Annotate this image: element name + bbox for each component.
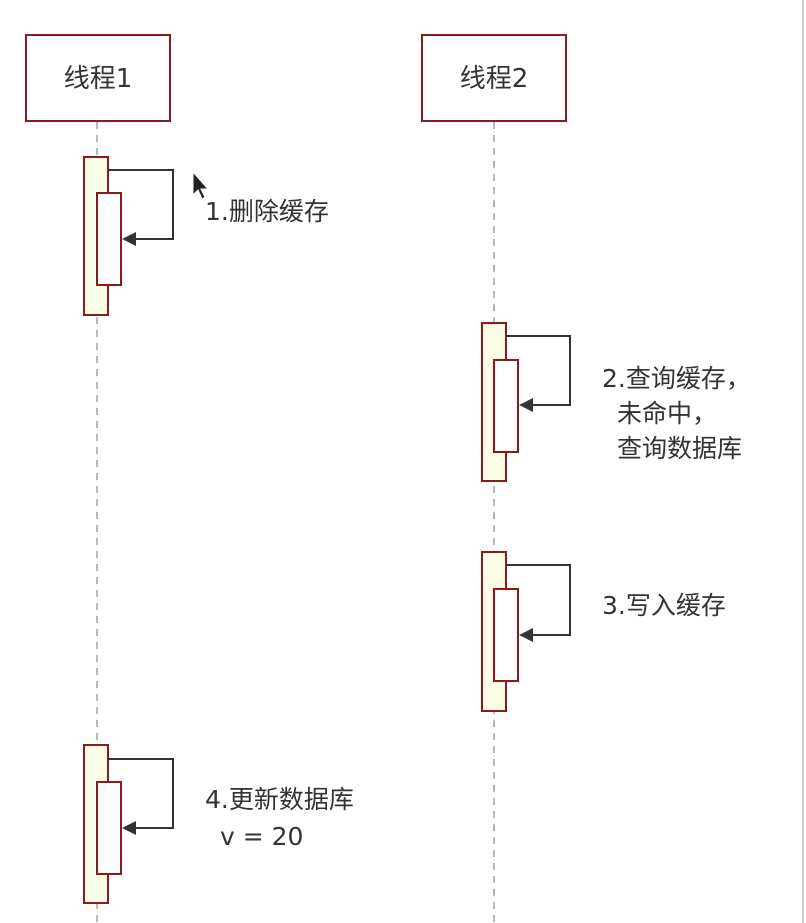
actor-label-thread-2: 线程2: [460, 64, 529, 94]
message-3: 3.写入缓存: [481, 551, 726, 712]
message-label-line: 查询数据库: [617, 434, 742, 463]
message-label-line: 未命中，: [617, 399, 717, 428]
self-message-arrow: [506, 564, 571, 636]
message-label: 2.查询缓存， 未命中， 查询数据库: [602, 364, 759, 463]
actor-label-thread-1: 线程1: [64, 64, 133, 94]
arrow-head-icon: [122, 821, 136, 835]
actor-box-thread-2: [421, 34, 567, 122]
activation-bar-inner: [493, 359, 519, 453]
message-label-line: v = 20: [220, 822, 303, 851]
arrow-head-icon: [122, 232, 136, 246]
message-2: 2.查询缓存， 未命中， 查询数据库: [481, 322, 759, 482]
self-message-arrow: [506, 335, 571, 406]
message-label-line: 2.查询缓存，: [602, 364, 751, 393]
message-label: 1.删除缓存: [205, 197, 329, 226]
message-label: 3.写入缓存: [602, 591, 726, 620]
message-label-line: 3.写入缓存: [602, 591, 726, 620]
message-label-line: 4.更新数据库: [205, 785, 354, 814]
message-4: 4.更新数据库 v = 20: [83, 744, 362, 904]
message-label-line: 1.删除缓存: [205, 197, 329, 226]
actor-thread-1: 线程1: [25, 34, 171, 122]
self-message-arrow: [108, 758, 174, 829]
activation-bar-inner: [96, 192, 122, 286]
mouse-pointer-icon: [192, 170, 210, 200]
actor-thread-2: 线程2: [421, 34, 567, 122]
self-message-arrow: [108, 169, 174, 240]
activation-bar-inner: [96, 781, 122, 875]
arrow-head-icon: [519, 628, 533, 642]
activation-bar-inner: [493, 588, 519, 682]
arrow-head-icon: [519, 398, 533, 412]
actor-box-thread-1: [25, 34, 171, 122]
message-1: 1.删除缓存: [83, 156, 329, 316]
message-label: 4.更新数据库 v = 20: [205, 785, 362, 851]
